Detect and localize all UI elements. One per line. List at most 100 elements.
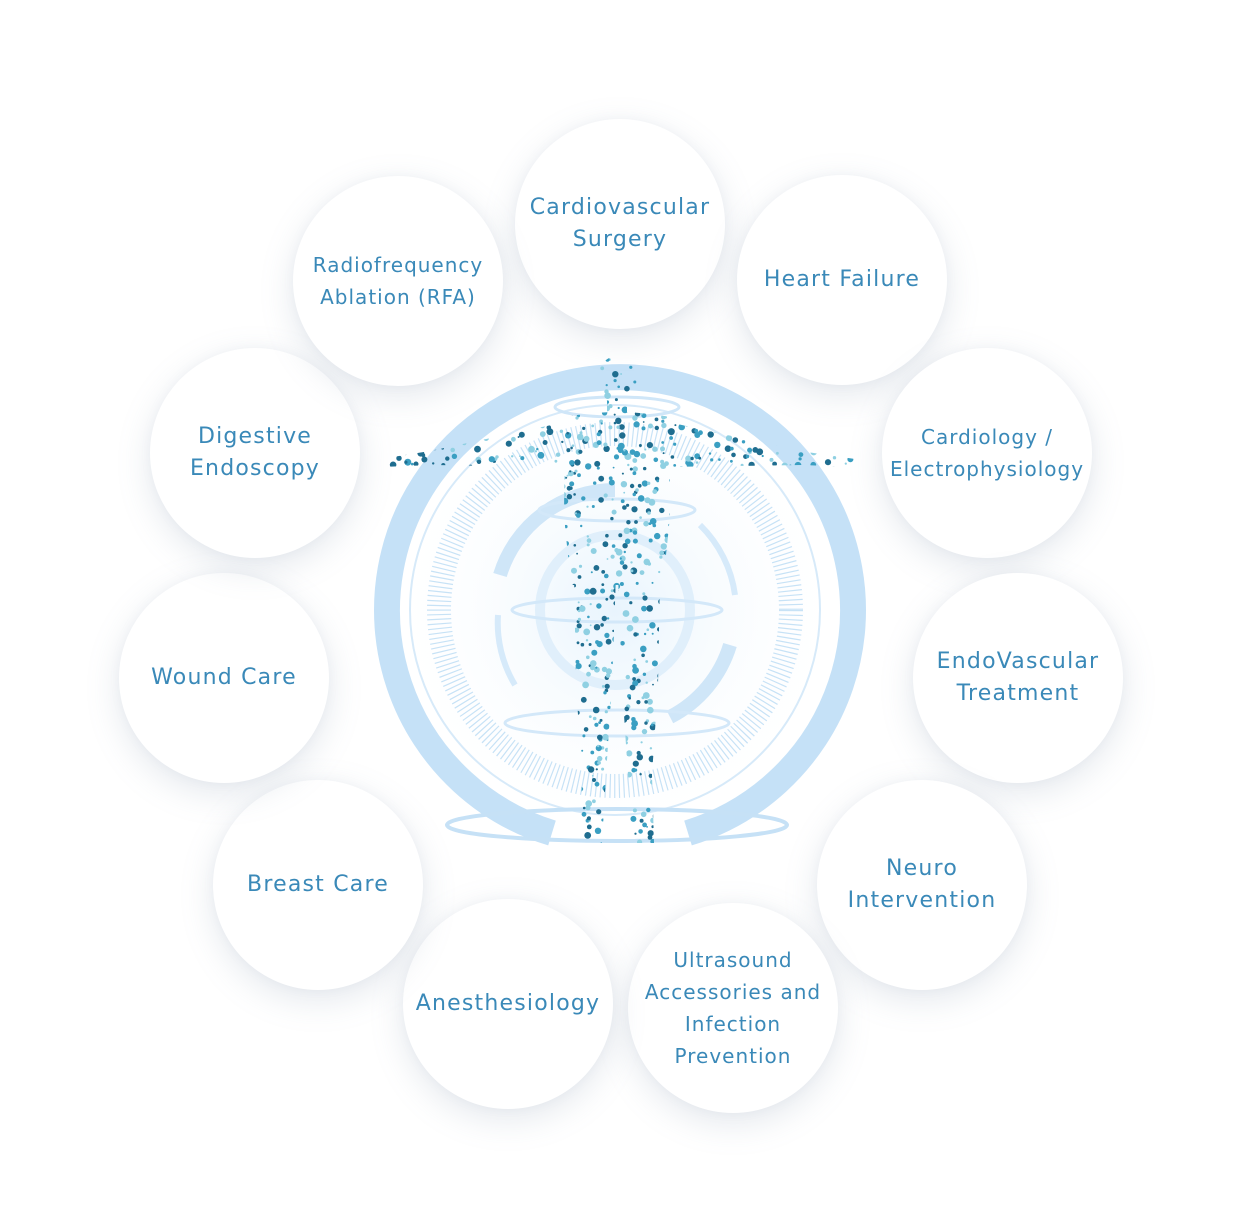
particle-dot bbox=[511, 436, 516, 442]
particle-dot bbox=[619, 424, 625, 430]
particle-dot bbox=[747, 447, 753, 453]
particle-dot bbox=[587, 766, 595, 773]
particle-dot bbox=[646, 698, 653, 705]
particle-dot bbox=[803, 432, 806, 435]
particle-dot bbox=[654, 425, 659, 431]
particle-dot bbox=[534, 450, 538, 453]
particle-dot bbox=[577, 473, 581, 478]
particle-dot bbox=[605, 357, 610, 362]
particle-dot bbox=[632, 530, 638, 535]
particle-dot bbox=[600, 588, 606, 594]
particle-dot bbox=[602, 733, 609, 741]
particle-dot bbox=[638, 444, 642, 447]
particle-dot bbox=[403, 781, 410, 788]
particle-dot bbox=[776, 451, 779, 455]
particle-dot bbox=[608, 479, 615, 486]
particle-dot bbox=[626, 520, 631, 525]
particle-dot bbox=[846, 749, 851, 755]
bubble-endovascular-treatment[interactable]: EndoVascular Treatment bbox=[913, 573, 1123, 783]
bubble-neuro-intervention[interactable]: Neuro Intervention bbox=[817, 780, 1027, 990]
particle-dot bbox=[755, 359, 762, 366]
particle-dot bbox=[619, 582, 624, 586]
particle-dot bbox=[747, 840, 752, 843]
particle-dot bbox=[555, 356, 562, 361]
bubble-digestive-endoscopy[interactable]: Digestive Endoscopy bbox=[150, 348, 360, 558]
particle-dot bbox=[593, 565, 600, 571]
bubble-label: Cardiology / Electrophysiology bbox=[889, 425, 1085, 481]
particle-dot bbox=[691, 357, 693, 360]
bubble-radiofrequency-ablation[interactable]: Radiofrequency Ablation (RFA) bbox=[293, 176, 503, 386]
particle-dot bbox=[851, 783, 855, 788]
particle-dot bbox=[523, 374, 527, 377]
particle-dot bbox=[464, 840, 468, 843]
particle-dot bbox=[767, 812, 771, 816]
particle-dot bbox=[617, 442, 625, 450]
particle-dot bbox=[536, 447, 539, 451]
particle-dot bbox=[709, 359, 716, 365]
particle-dot bbox=[386, 754, 393, 761]
particle-dot bbox=[622, 564, 628, 570]
particle-dot bbox=[720, 379, 728, 387]
particle-dot bbox=[576, 641, 580, 645]
particle-dot bbox=[509, 363, 513, 367]
particle-dot bbox=[695, 370, 701, 377]
particle-dot bbox=[519, 455, 521, 457]
particle-dot bbox=[389, 461, 397, 469]
particle-dot bbox=[830, 779, 837, 786]
particle-dot bbox=[648, 538, 653, 543]
bubble-cardiovascular-surgery[interactable]: Cardiovascular Surgery bbox=[515, 119, 725, 329]
particle-dot bbox=[629, 684, 636, 691]
particle-dot bbox=[610, 554, 615, 559]
particle-dot bbox=[837, 404, 843, 409]
particle-dot bbox=[427, 778, 429, 781]
particle-dot bbox=[830, 797, 835, 801]
particle-dot bbox=[395, 730, 402, 738]
particle-dot bbox=[435, 806, 441, 812]
particle-dot bbox=[601, 615, 607, 622]
particle-dot bbox=[569, 460, 575, 466]
particle-dot bbox=[664, 356, 668, 357]
particle-dot bbox=[384, 504, 390, 510]
particle-dot bbox=[426, 829, 432, 836]
particle-dot bbox=[814, 773, 818, 776]
particle-dot bbox=[574, 459, 581, 466]
particle-dot bbox=[455, 379, 460, 384]
particle-dot bbox=[621, 406, 629, 414]
bubble-anesthesiology[interactable]: Anesthesiology bbox=[403, 899, 613, 1109]
particle-dot bbox=[591, 649, 598, 656]
particle-dot bbox=[387, 492, 392, 497]
particle-dot bbox=[637, 483, 642, 488]
particle-dot bbox=[590, 571, 593, 574]
particle-dot bbox=[566, 474, 569, 477]
particle-dot bbox=[421, 453, 426, 458]
particle-dot bbox=[621, 472, 624, 475]
particle-dot bbox=[610, 589, 614, 593]
particle-dot bbox=[580, 359, 587, 366]
particle-dot bbox=[606, 617, 610, 620]
particle-dot bbox=[543, 362, 547, 366]
particle-dot bbox=[603, 442, 608, 447]
particle-dot bbox=[604, 573, 609, 579]
particle-dot bbox=[387, 479, 393, 485]
particle-dot bbox=[659, 550, 665, 556]
bubble-ultrasound-accessories[interactable]: Ultrasound Accessories and Infection Pre… bbox=[628, 903, 838, 1113]
particle-dot bbox=[663, 364, 667, 368]
particle-dot bbox=[720, 381, 724, 385]
particle-dot bbox=[855, 710, 858, 713]
particle-dot bbox=[645, 660, 649, 663]
particle-dot bbox=[630, 561, 633, 564]
particle-dot bbox=[413, 787, 417, 790]
particle-dot bbox=[389, 800, 396, 808]
bubble-cardiology-electrophysiology[interactable]: Cardiology / Electrophysiology bbox=[882, 348, 1092, 558]
particle-dot bbox=[632, 492, 637, 497]
particle-dot bbox=[542, 440, 548, 445]
bubble-breast-care[interactable]: Breast Care bbox=[213, 780, 423, 990]
bubble-wound-care[interactable]: Wound Care bbox=[119, 573, 329, 783]
particle-dot bbox=[633, 658, 636, 662]
particle-dot bbox=[833, 814, 837, 818]
particle-dot bbox=[633, 632, 638, 637]
particle-dot bbox=[380, 785, 382, 790]
particle-dot bbox=[632, 680, 639, 687]
bubble-heart-failure[interactable]: Heart Failure bbox=[737, 175, 947, 385]
